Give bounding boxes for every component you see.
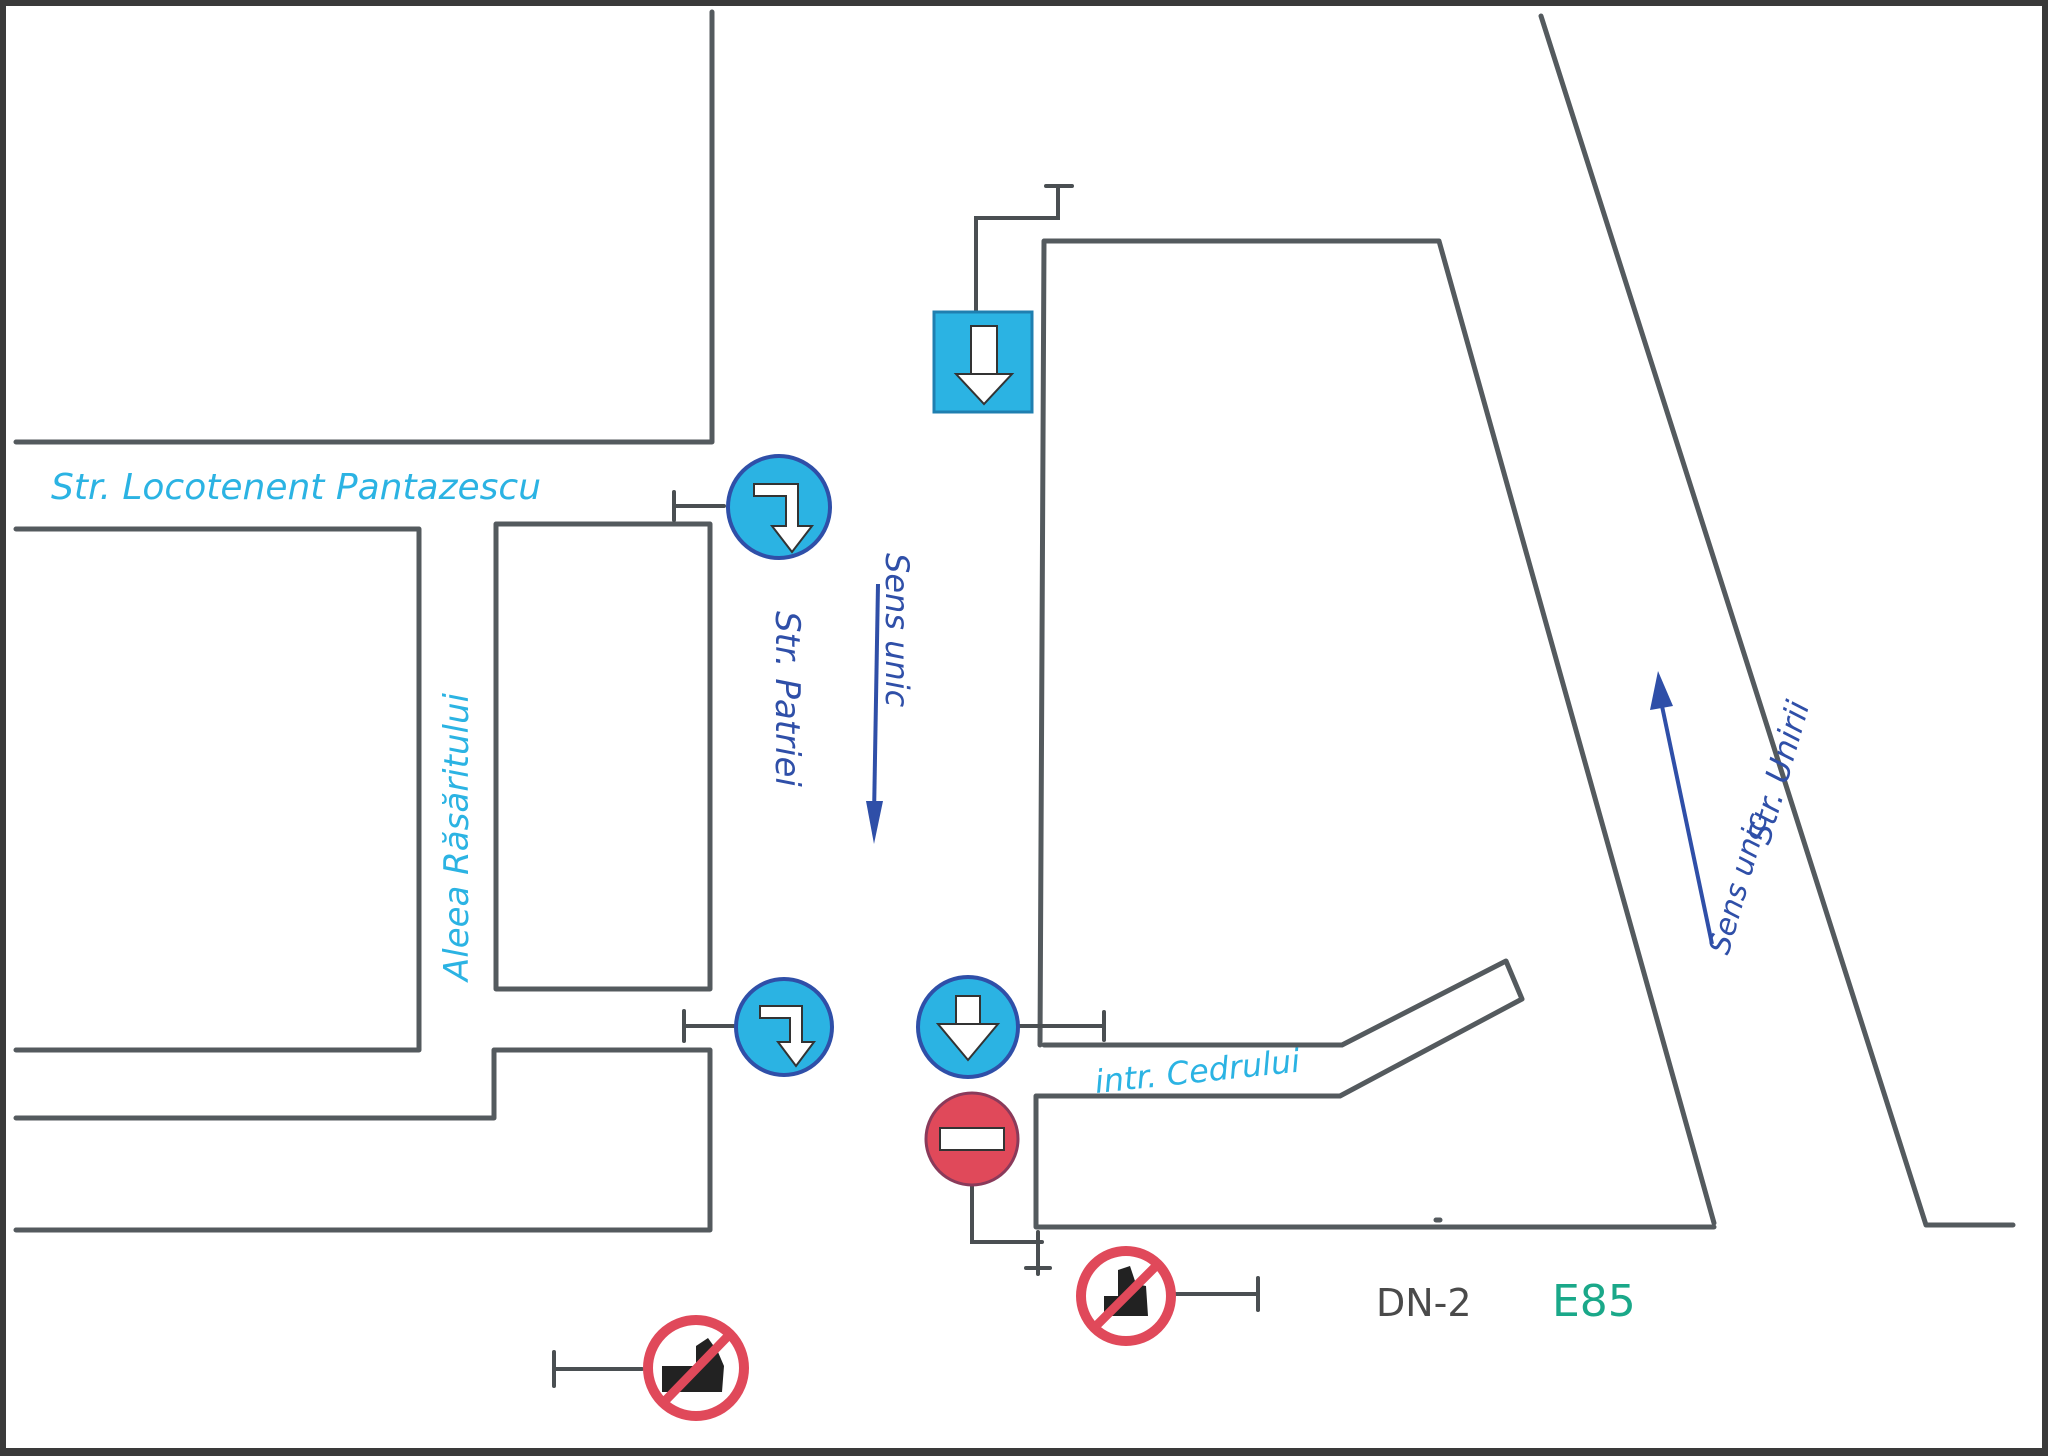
street-label-unirii: Str. Unirii (1740, 696, 1817, 848)
sign-no-trucks-left (643, 1315, 749, 1421)
sign-no-trucks-right (1076, 1246, 1176, 1346)
road-edge-bottom-left-block (13, 1047, 713, 1233)
no-entry-bar-icon (939, 1127, 1005, 1151)
street-label-patriei: Str. Patriei (767, 611, 807, 787)
one-way-arrow-unirii (1650, 671, 1714, 945)
map-canvas: Str. Locotenent Pantazescu Aleea Răsărit… (13, 9, 2016, 1421)
direction-label-patriei: Sens unic (878, 553, 916, 708)
road-edge-middle-block (493, 521, 713, 992)
road-label-dn2: DN-2 (1376, 1281, 1472, 1325)
street-label-rasaritului: Aleea Răsăritului (437, 693, 477, 983)
sign-no-entry (924, 1091, 1020, 1187)
sign-turn-right-top (726, 454, 832, 560)
street-label-cedrului: intr. Cedrului (1093, 1042, 1302, 1101)
road-outlines (13, 9, 2016, 1233)
sign-turn-right-bottom (734, 977, 834, 1077)
road-edge-cedrului-north (1033, 958, 1717, 1230)
sign-one-way-road (932, 310, 1034, 414)
down-arrow-icon (935, 995, 1001, 1062)
sign-posts (552, 184, 1260, 1388)
turn-right-arrow-icon (753, 483, 815, 554)
sign-straight-ahead (916, 975, 1020, 1079)
turn-right-arrow-icon (759, 1005, 816, 1068)
road-label-e85: E85 (1552, 1276, 1636, 1327)
down-arrow-icon (953, 325, 1015, 406)
road-edge-top-left-block (13, 9, 715, 445)
street-label-pantazescu: Str. Locotenent Pantazescu (51, 467, 541, 508)
road-edge-patriei-east (1037, 238, 1717, 1226)
road-edge-left-block (13, 526, 422, 1053)
road-edge-unirii-east (1538, 13, 2016, 1228)
sketch-map: Str. Locotenent Pantazescu Aleea Răsărit… (6, 6, 2042, 1448)
one-way-arrow-patriei (866, 583, 883, 844)
